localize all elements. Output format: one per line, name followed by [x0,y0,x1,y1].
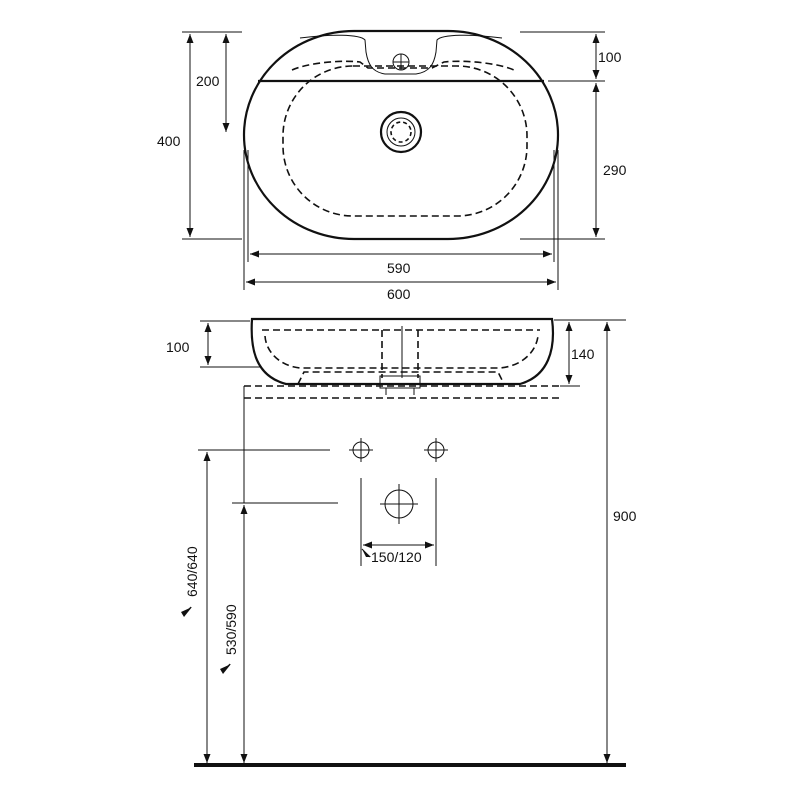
dim-tap-offset: 200 [196,73,220,89]
dim-supply-height: 640/640 [184,546,200,597]
deck-shoulder-dashed [291,60,515,71]
label-supply-height: 640/640 [184,546,200,597]
dim-inner-width: 590 [387,260,411,276]
dim-floor-to-top: 900 [613,508,637,524]
dim-total-width: 600 [387,286,411,302]
dim-total-height: 140 [571,346,595,362]
supply-fitting-left-icon [349,438,373,462]
side-view: 100 140 900 [166,317,637,763]
dim-total-depth: 400 [157,133,181,149]
dim-top-strip: 100 [598,49,622,65]
dim-drain-height: 530/590 [223,604,239,655]
dim-bowl-height: 100 [166,339,190,355]
drain-icon [379,110,423,154]
label-drain-height: 530/590 [223,604,239,655]
dim-supply-spacing: 150/120 [371,549,422,565]
basin-outline [242,29,560,241]
top-view: 400 200 100 290 590 600 [157,29,627,302]
supply-fitting-right-icon [424,438,448,462]
side-drain [379,326,421,395]
inner-bowl-dashed [282,65,528,217]
dim-bowl-depth: 290 [603,162,627,178]
basin-profile [250,317,554,386]
tap-deck-bump [299,34,503,75]
wall-view: 150/120 640/640 530/590 [181,386,626,767]
